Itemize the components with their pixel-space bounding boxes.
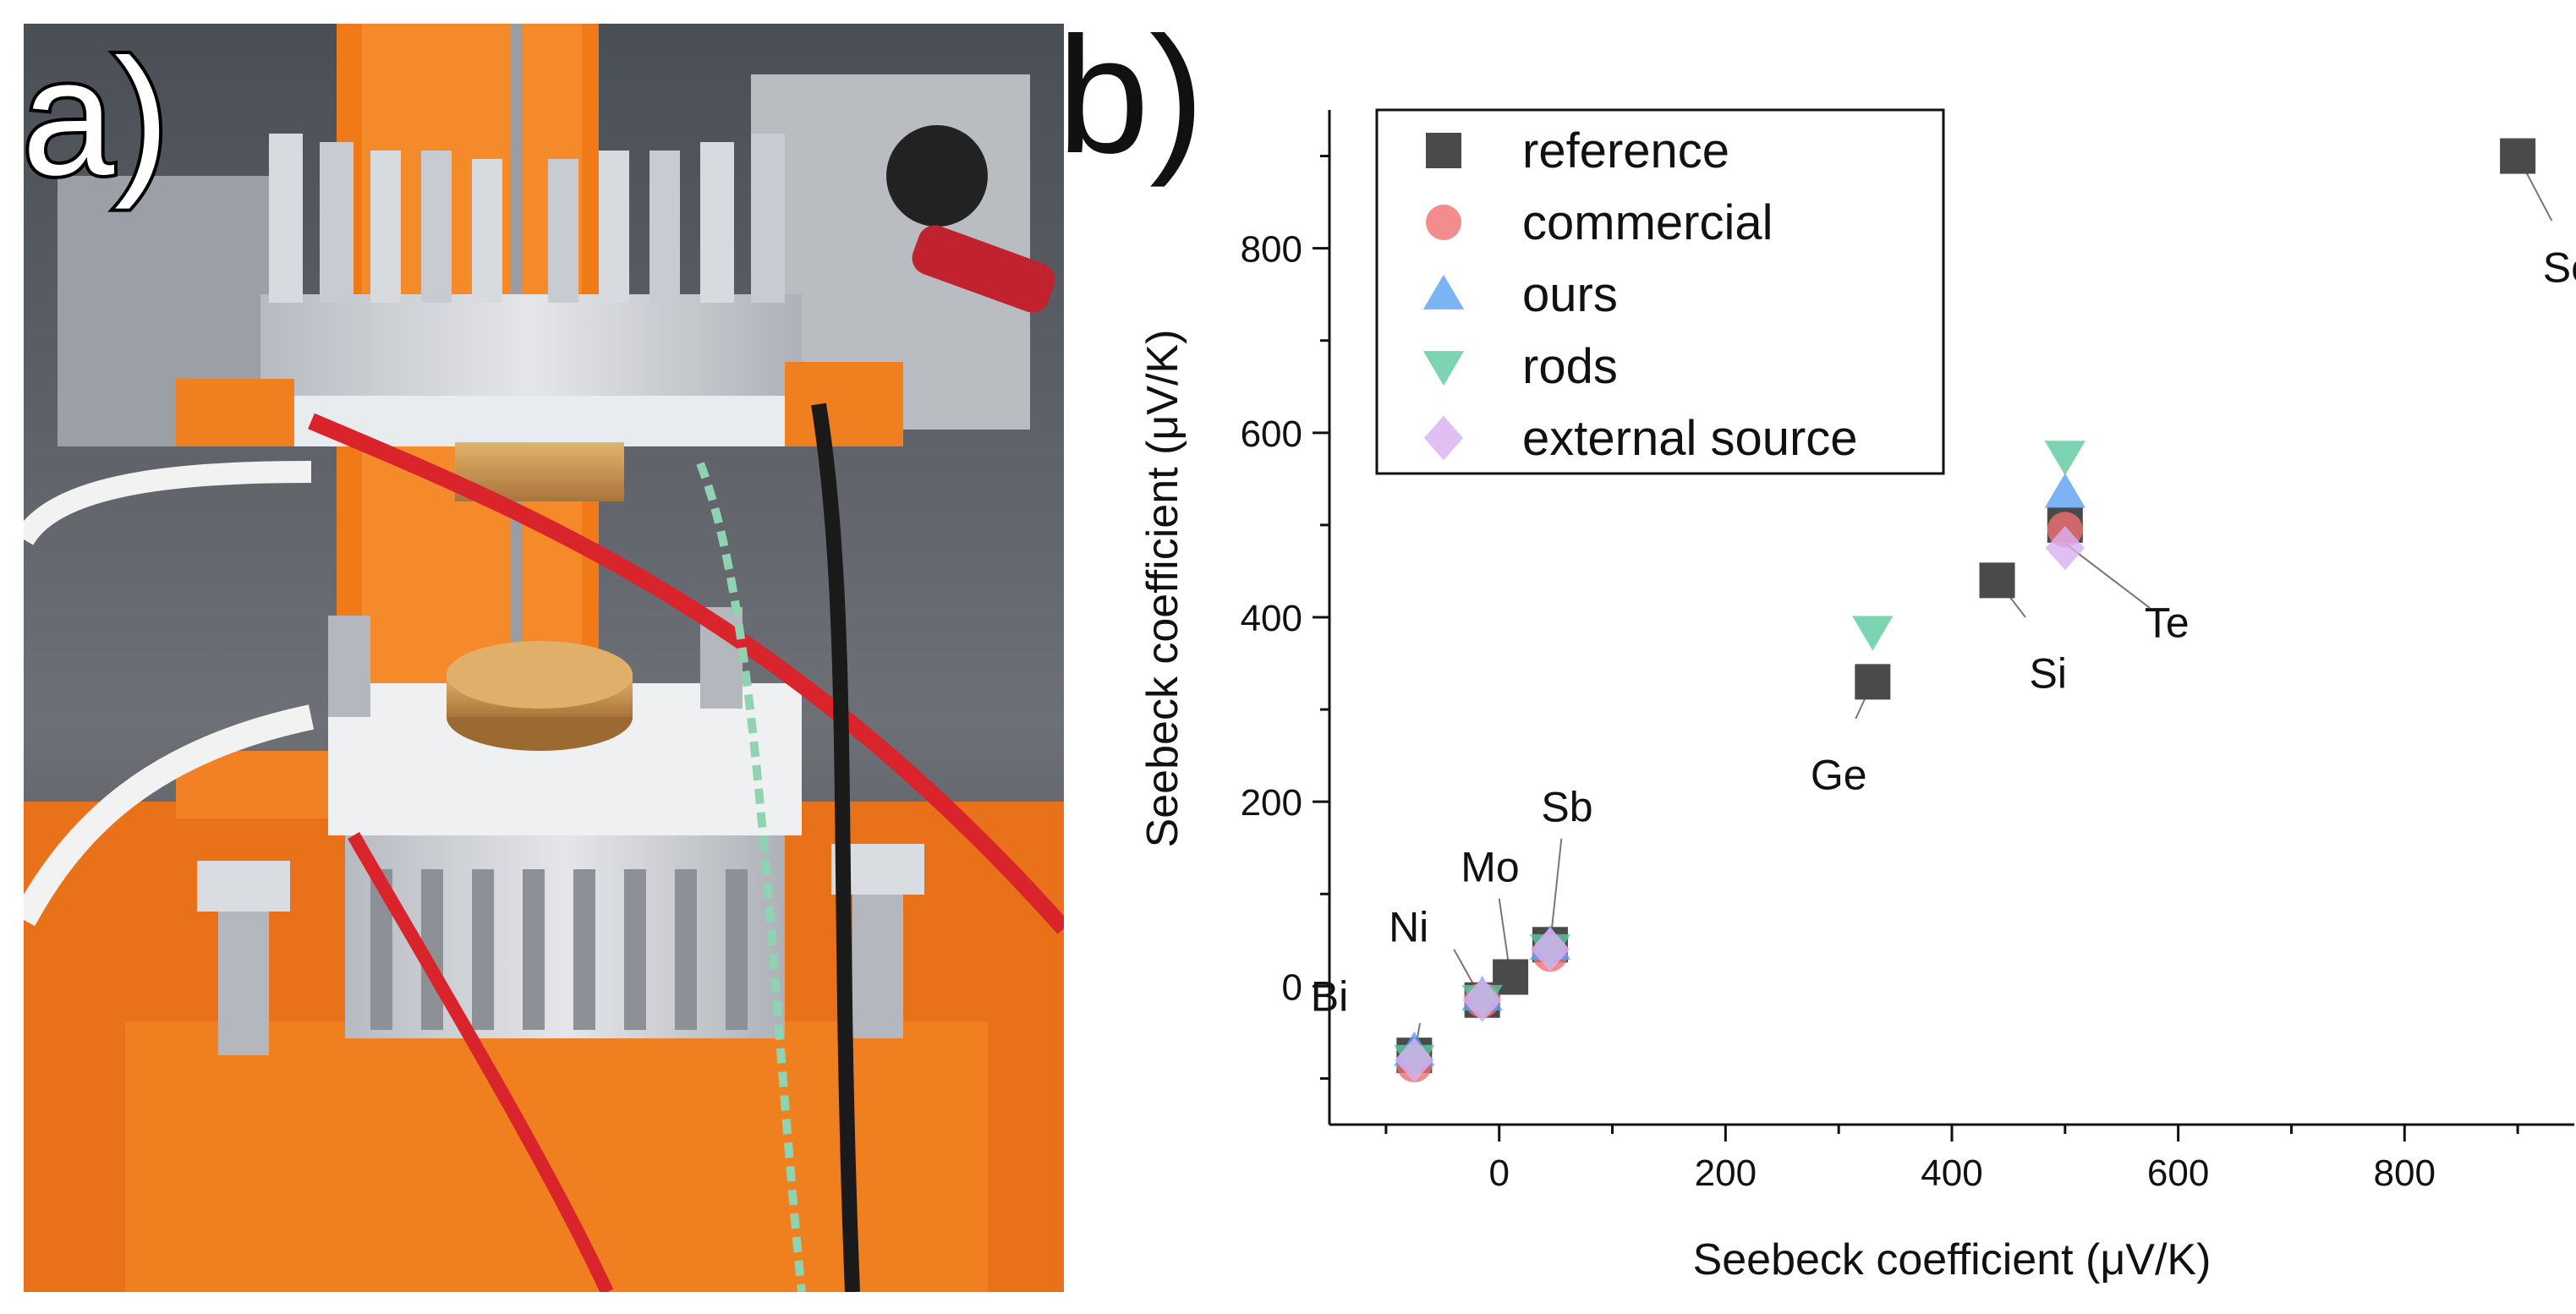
element-label: Ge: [1811, 751, 1867, 798]
chart-marks: [1394, 138, 2536, 1083]
element-label: Mo: [1461, 844, 1519, 891]
panel-label-a: a): [24, 25, 169, 210]
legend-label: commercial: [1522, 195, 1773, 250]
legend-marker-rods: [1422, 351, 1465, 386]
element-label: Sb: [1541, 784, 1592, 831]
data-point-external-source: [1395, 1038, 1434, 1082]
x-tick-label: 600: [2147, 1152, 2209, 1194]
legend-label: rods: [1522, 339, 1618, 394]
data-point-external-source: [1530, 927, 1570, 972]
element-label: Bi: [1311, 972, 1348, 1020]
bolt-head: [197, 861, 290, 912]
x-tick-label: 200: [1695, 1152, 1757, 1194]
legend-label: ours: [1522, 267, 1618, 322]
x-tick-label: 0: [1488, 1152, 1509, 1194]
y-tick-label: 0: [1282, 966, 1302, 1008]
element-label: Si: [2030, 649, 2067, 697]
legend-label: reference: [1522, 123, 1729, 178]
data-point-reference: [1855, 664, 1891, 700]
y-tick-label: 600: [1241, 413, 1302, 455]
panel-label-b: b): [1067, 3, 1204, 188]
red-wire: [308, 413, 1064, 934]
element-label: Se: [2543, 244, 2576, 291]
data-point-ours: [2044, 473, 2085, 508]
white-cable: [24, 461, 312, 546]
x-tick-label: 800: [2374, 1152, 2436, 1194]
experimental-setup-photo: a): [24, 24, 1064, 1292]
chart-annotations: Bi Ni Mo Sb Ge Si Te Se: [1311, 156, 2576, 1056]
data-point-reference: [1979, 562, 2015, 599]
data-point-reference: [2500, 138, 2536, 174]
legend-marker-ours: [1422, 274, 1465, 309]
legend-marker-commercial: [1426, 205, 1461, 240]
white-cable: [24, 704, 315, 927]
red-wire: [348, 831, 614, 1292]
annotation-leader: [2064, 542, 2151, 609]
element-label: Ni: [1389, 903, 1428, 950]
data-point-rods: [2044, 441, 2085, 476]
data-point-rods: [1852, 616, 1894, 651]
seebeck-comparison-chart: b) 0 200 400 600 800 0 200 400 600 800 Bi Ni Mo Sb Ge…: [1067, 0, 2576, 1314]
y-tick-label: 400: [1241, 598, 1302, 639]
y-tick-label: 200: [1241, 782, 1302, 824]
thermocouple-wire: [696, 462, 806, 1292]
bolt: [218, 903, 269, 1055]
legend-box: [1375, 108, 1945, 475]
chart-legend: reference commercial ours rods external sour…: [1375, 108, 1945, 475]
bolt: [852, 886, 903, 1038]
red-probe-lead: [912, 225, 1055, 313]
orange-clamp: [176, 379, 294, 446]
y-axis-label: Seebeck coefficient (μV/K): [1138, 330, 1187, 848]
black-wire: [811, 402, 860, 1292]
legend-marker-reference: [1426, 133, 1461, 168]
data-point-external-source: [2045, 525, 2085, 571]
chart-axes: 0 200 400 600 800 0 200 400 600 800: [1241, 110, 2574, 1194]
orange-clamp: [785, 362, 903, 446]
lower-brass-contact: [447, 641, 633, 709]
x-tick-label: 400: [1921, 1152, 1982, 1194]
bolt: [328, 616, 370, 717]
x-axis-label: Seebeck coefficient (μV/K): [1693, 1235, 2212, 1284]
element-label: Te: [2145, 599, 2190, 646]
multimeter-knob: [886, 125, 988, 227]
y-tick-label: 800: [1241, 229, 1302, 271]
legend-label: external source: [1522, 411, 1858, 466]
